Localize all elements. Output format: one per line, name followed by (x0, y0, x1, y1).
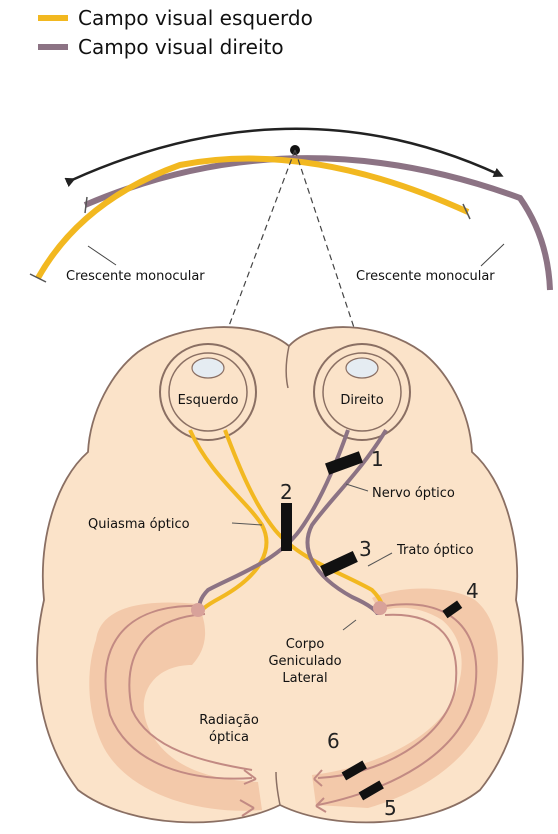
crescent-right-leader (481, 244, 504, 266)
lesion-2-marker (281, 503, 292, 551)
lesion-6-number: 6 (327, 729, 340, 753)
optic-chiasm-label: Quiasma óptico (88, 517, 190, 532)
right-eye-label: Direito (340, 393, 383, 408)
optic-tract-label: Trato óptico (396, 543, 474, 558)
crescent-left-leader (88, 246, 116, 265)
left-field-arc (38, 159, 468, 278)
field-tick-1 (85, 197, 87, 213)
lesion-4-number: 4 (466, 579, 479, 603)
optic-nerve-label: Nervo óptico (372, 486, 455, 501)
lgn-left (191, 603, 205, 617)
lesion-3-number: 3 (359, 537, 372, 561)
crescent-left-label: Crescente monocular (66, 269, 205, 284)
left-eye-lens (192, 358, 224, 378)
lesion-5-number: 5 (384, 796, 397, 820)
lgn-right (373, 601, 387, 615)
lesion-1-number: 1 (371, 447, 384, 471)
lgn-label-line1: Corpo (286, 637, 325, 652)
crescent-right-label: Crescente monocular (356, 269, 495, 284)
lgn-label-line2: Geniculado (268, 654, 341, 669)
radiation-label-line2: óptica (209, 730, 249, 745)
right-eye-lens (346, 358, 378, 378)
left-eye-label: Esquerdo (178, 393, 239, 408)
radiation-label-line1: Radiação (199, 713, 259, 728)
lgn-label-line3: Lateral (282, 671, 327, 686)
lesion-2-number: 2 (280, 480, 293, 504)
